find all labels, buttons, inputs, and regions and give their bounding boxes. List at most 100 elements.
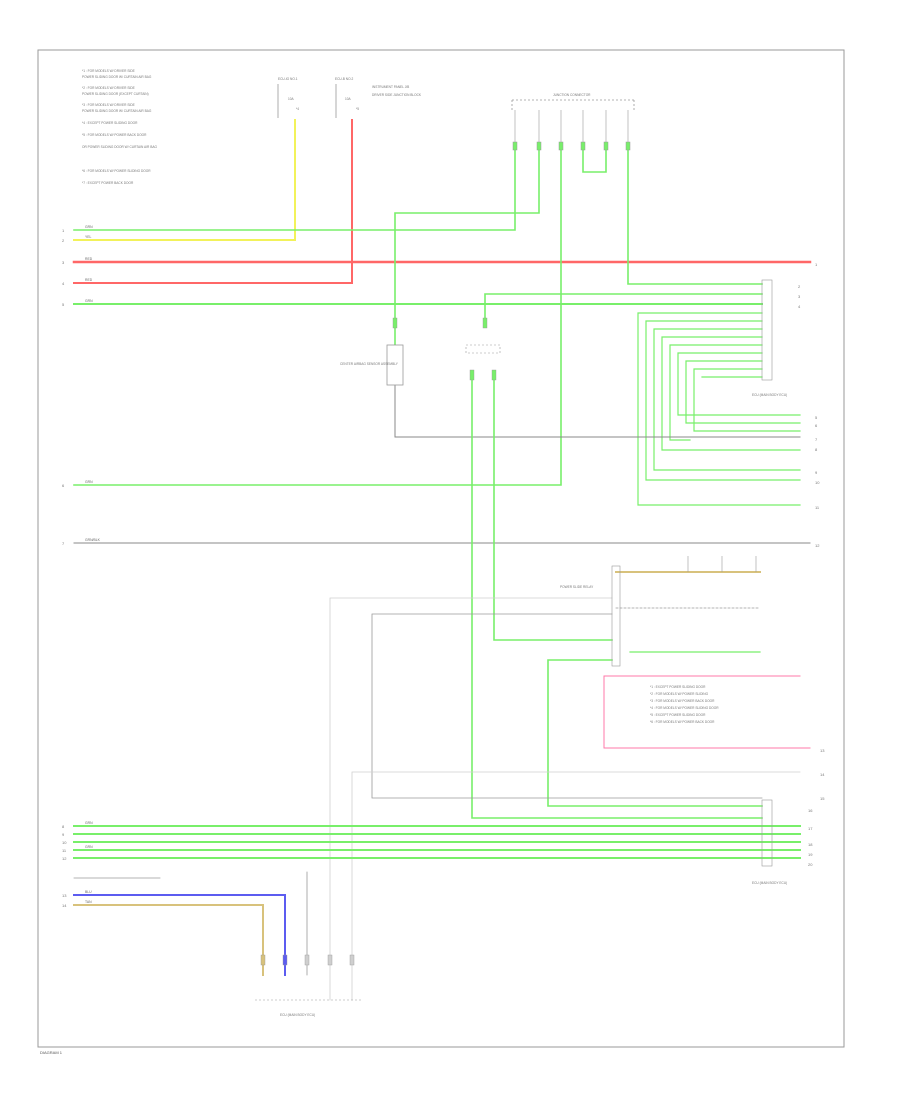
pin-number: 5 xyxy=(815,415,818,420)
wire-gray xyxy=(329,597,613,1001)
pin-number: 15 xyxy=(820,796,825,801)
pin-number: 7 xyxy=(62,541,65,546)
pin-number: 3 xyxy=(62,260,65,265)
pin-number: 2 xyxy=(62,238,65,243)
note-line: *1 : FOR MODELS W/ DRIVER SIDE xyxy=(82,69,135,73)
wire-tag: RED xyxy=(85,257,93,261)
wire-tag: RED xyxy=(85,278,93,282)
pin-number: 4 xyxy=(798,304,801,309)
fuse-note: INSTRUMENT PANEL J/B xyxy=(372,85,409,89)
pin-number: 1 xyxy=(62,228,65,233)
wire-pink xyxy=(603,675,811,749)
ecu-right-upper: ECU (MAIN BODY ECU) xyxy=(752,279,787,397)
note-line: OR POWER SLIDING DOOR W/ CURTAIN AIR BAG xyxy=(82,145,157,149)
pin-number: 6 xyxy=(62,483,65,488)
wire-red xyxy=(73,119,353,284)
pin-number: 11 xyxy=(62,848,67,853)
notes-block: *1 : FOR MODELS W/ DRIVER SIDE POWER SLI… xyxy=(82,69,157,185)
wire-tag: GRN xyxy=(85,480,93,484)
wire-green xyxy=(547,659,763,807)
wire-green xyxy=(645,320,801,481)
pin-number: 8 xyxy=(62,824,65,829)
note-line: POWER SLIDING DOOR W/ CURTAIN AIR BAG xyxy=(82,109,152,113)
note-line: *5 : FOR MODELS W/ POWER BACK DOOR xyxy=(82,133,147,137)
pink-notes: *1 : EXCEPT POWER SLIDING DOOR *2 : FOR … xyxy=(650,685,719,724)
note-line: *3 : FOR MODELS W/ DRIVER SIDE xyxy=(82,103,135,107)
diagram-frame xyxy=(37,49,845,1048)
top-connector-stubs xyxy=(514,110,629,142)
diagram-footer: DIAGRAM 1 xyxy=(40,1050,63,1055)
wire-green xyxy=(582,144,607,173)
note-line: *7 : EXCEPT POWER BACK DOOR xyxy=(82,181,134,185)
pin-number: 12 xyxy=(815,543,820,548)
fuse-note: *5 xyxy=(356,107,359,111)
right-pins: 1 2 3 4 5 6 7 8 9 10 11 12 13 14 15 16 1… xyxy=(798,262,825,867)
wire-gray xyxy=(351,771,801,1001)
note-line: *4 : EXCEPT POWER SLIDING DOOR xyxy=(82,121,138,125)
pin-number: 18 xyxy=(808,842,813,847)
wire-green xyxy=(73,144,562,486)
pin-number: 3 xyxy=(798,294,801,299)
ecu-label: ECU (MAIN BODY ECU) xyxy=(752,881,787,885)
top-connector-pins xyxy=(512,141,631,151)
pin-number: 11 xyxy=(815,505,820,510)
pin-number: 17 xyxy=(808,826,813,831)
connector-title: JUNCTION CONNECTOR xyxy=(553,93,591,97)
wire-tag: GRN xyxy=(85,845,93,849)
pin-number: 5 xyxy=(62,302,65,307)
note-line: *2 : FOR MODELS W/ DRIVER SIDE xyxy=(82,86,135,90)
wire-green xyxy=(73,144,516,231)
note-line: *6 : FOR MODELS W/ POWER SLIDING DOOR xyxy=(82,169,151,173)
center-module-label: CENTER AIRBAG SENSOR ASSEMBLY xyxy=(340,362,399,366)
wire-tag: GRN xyxy=(85,821,93,825)
junction-connector-top: JUNCTION CONNECTOR xyxy=(511,93,635,110)
relay-section: POWER SLIDE RELAY xyxy=(560,556,757,667)
wire-tag: YEL xyxy=(85,235,92,239)
pink-note: *5 : EXCEPT POWER SLIDING DOOR xyxy=(650,713,706,717)
note-line: POWER SLIDING DOOR (EXCEPT CURTAIN) xyxy=(82,92,149,96)
left-pins: 1 2 3 4 5 6 7 8 9 10 11 12 13 14 xyxy=(62,228,67,908)
pin-number: 9 xyxy=(62,832,65,837)
wire-tag: BLU xyxy=(85,890,92,894)
center-module: CENTER AIRBAG SENSOR ASSEMBLY xyxy=(340,317,404,386)
wire-green xyxy=(493,379,613,641)
wire-green xyxy=(693,368,801,432)
fuse-amps: 10A xyxy=(345,97,352,101)
pink-note: *1 : EXCEPT POWER SLIDING DOOR xyxy=(650,685,706,689)
wire-tan xyxy=(73,904,264,976)
wire-green xyxy=(394,144,540,346)
note-line: POWER SLIDING DOOR W/ CURTAIN AIR BAG xyxy=(82,75,152,79)
pin-number: 12 xyxy=(62,856,67,861)
pin-number: 19 xyxy=(808,852,813,857)
pin-number: 4 xyxy=(62,281,65,286)
relay-box xyxy=(465,317,501,381)
wire-yellow xyxy=(73,119,296,241)
fuse-note: DRIVER SIDE JUNCTION BLOCK xyxy=(372,93,422,97)
pin-number: 13 xyxy=(62,893,67,898)
fuse-note: *4 xyxy=(296,107,299,111)
wires xyxy=(72,119,812,1001)
wire-blue xyxy=(73,894,286,976)
pink-note: *3 : FOR MODELS W/ POWER BACK DOOR xyxy=(650,699,715,703)
pin-number: 14 xyxy=(62,903,67,908)
pin-number: 8 xyxy=(815,447,818,452)
wire-green xyxy=(653,328,801,471)
wire-tag: GRN xyxy=(85,299,93,303)
pin-number: 13 xyxy=(820,748,825,753)
pin-number: 9 xyxy=(815,470,818,475)
ecu-right-lower: ECU (MAIN BODY ECU) xyxy=(752,799,787,885)
wire-green xyxy=(685,360,801,424)
wire-green xyxy=(661,336,801,451)
wire-gray xyxy=(371,613,763,799)
wire-green xyxy=(669,344,763,441)
pin-number: 20 xyxy=(808,862,813,867)
wire-tag: TAN xyxy=(85,900,92,904)
fuse-name: ECU-IG NO.1 xyxy=(278,77,298,81)
wire-tags: GRN YEL RED RED GRN GRN GRN/BLK GRN GRN … xyxy=(85,225,101,904)
pin-number: 7 xyxy=(815,437,818,442)
pin-number: 10 xyxy=(815,480,820,485)
pin-number: 10 xyxy=(62,840,67,845)
pink-note: *4 : FOR MODELS W/ POWER SLIDING DOOR xyxy=(650,706,719,710)
fuse-ecu-b: ECU-B NO.2 10A xyxy=(335,77,353,118)
